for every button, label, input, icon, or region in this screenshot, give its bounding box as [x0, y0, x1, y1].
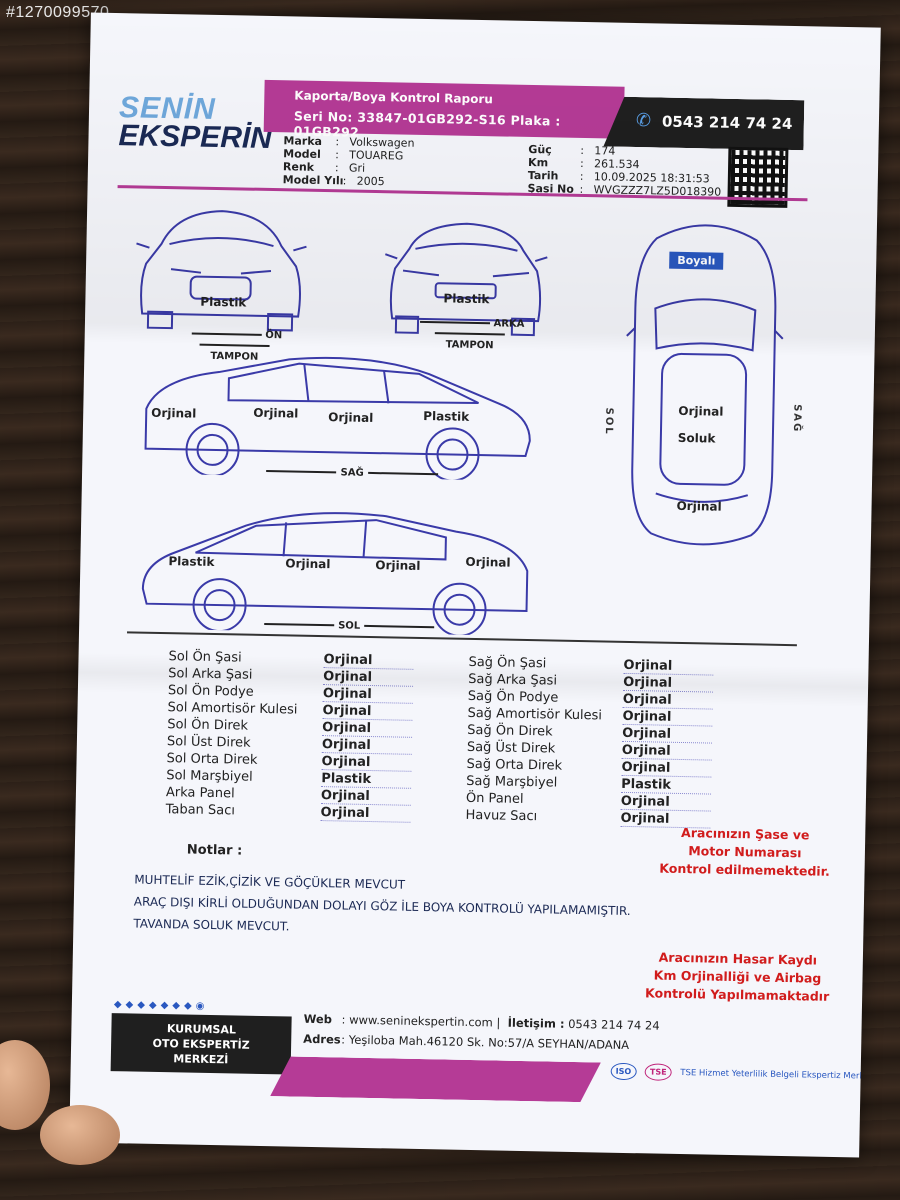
- rear-bumper-status: Plastik: [443, 291, 490, 307]
- rear-caption: ARKA TAMPON: [385, 316, 556, 352]
- right-side-front-fender: Plastik: [423, 408, 470, 424]
- report-title-band: Kaporta/Boya Kontrol Raporu Seri No: 338…: [263, 79, 625, 140]
- vehicle-info-left: Marka:Volkswagen Model:TOUAREG Renk:Gri …: [283, 134, 415, 189]
- car-top-view: [621, 218, 787, 551]
- top-trunk-status: Orjinal: [676, 498, 722, 514]
- right-side-rear-door: Orjinal: [253, 405, 299, 421]
- corporate-badge: KURUMSAL OTO EKSPERTİZ MERKEZİ: [110, 1013, 292, 1075]
- iso-badge-icon: ISO: [610, 1062, 637, 1081]
- tse-badge-icon: TSE: [644, 1063, 672, 1081]
- header-phone: 0543 214 74 24: [661, 112, 793, 134]
- footer-phone: 0543 214 74 24: [568, 1016, 660, 1033]
- info-row: Model Yılı:2005: [282, 173, 385, 189]
- inspection-report-sheet: SENİN EKSPERİN Kaporta/Boya Kontrol Rapo…: [69, 12, 881, 1158]
- left-side-front-fender: Plastik: [168, 554, 215, 569]
- image-id-watermark: #1270099570: [6, 4, 110, 21]
- top-roof-front-tag: Boyalı: [669, 251, 724, 270]
- right-side-rear-fender: Orjinal: [151, 405, 197, 421]
- car-front-view: [130, 203, 312, 336]
- footer-web: www.seninekspertin.com |: [349, 1012, 501, 1030]
- finger: [40, 1105, 120, 1165]
- car-left-side-view: [134, 503, 536, 637]
- left-side-rear-fender: Orjinal: [465, 554, 511, 570]
- left-side-front-door: Orjinal: [285, 556, 331, 572]
- left-side-rear-door: Orjinal: [375, 558, 421, 573]
- phone-band: ✆ 0543 214 74 24: [603, 96, 804, 150]
- certification: ISO TSE TSE Hizmet Yeterlilik Belgeli Ek…: [610, 1062, 877, 1085]
- notes-text: MUHTELİF EZİK,ÇİZİK VE GÖÇÜKLER MEVCUT A…: [133, 869, 631, 945]
- right-side-front-door: Orjinal: [328, 410, 374, 426]
- car-rear-view: [380, 218, 552, 341]
- top-view-right-label: SAĞ: [790, 404, 803, 434]
- notes-label: Notlar :: [186, 842, 243, 859]
- vehicle-info-right: Güç:174 Km:261.534 Tarih:10.09.2025 18:3…: [527, 143, 722, 199]
- top-roof-note: Soluk: [677, 430, 716, 446]
- footer-magenta-band: [270, 1056, 601, 1102]
- phone-icon: ✆: [635, 110, 652, 132]
- brand-logo: SENİN EKSPERİN: [118, 91, 273, 156]
- report-title: Kaporta/Boya Kontrol Raporu: [294, 88, 494, 107]
- service-icons-row: ◆◆◆◆◆◆◆◉: [113, 999, 209, 1012]
- cert-text: TSE Hizmet Yeterlilik Belgeli Ekspertiz …: [680, 1068, 877, 1082]
- front-bumper-status: Plastik: [200, 294, 247, 310]
- right-side-caption: SAĞ: [262, 466, 442, 480]
- top-roof-status: Orjinal: [678, 403, 724, 419]
- top-view-left-label: SOL: [602, 407, 615, 436]
- brand-line-2: EKSPERİN: [118, 119, 273, 156]
- footer-contact-info: Web: www.seninekspertin.com | İletişim :…: [303, 1011, 660, 1053]
